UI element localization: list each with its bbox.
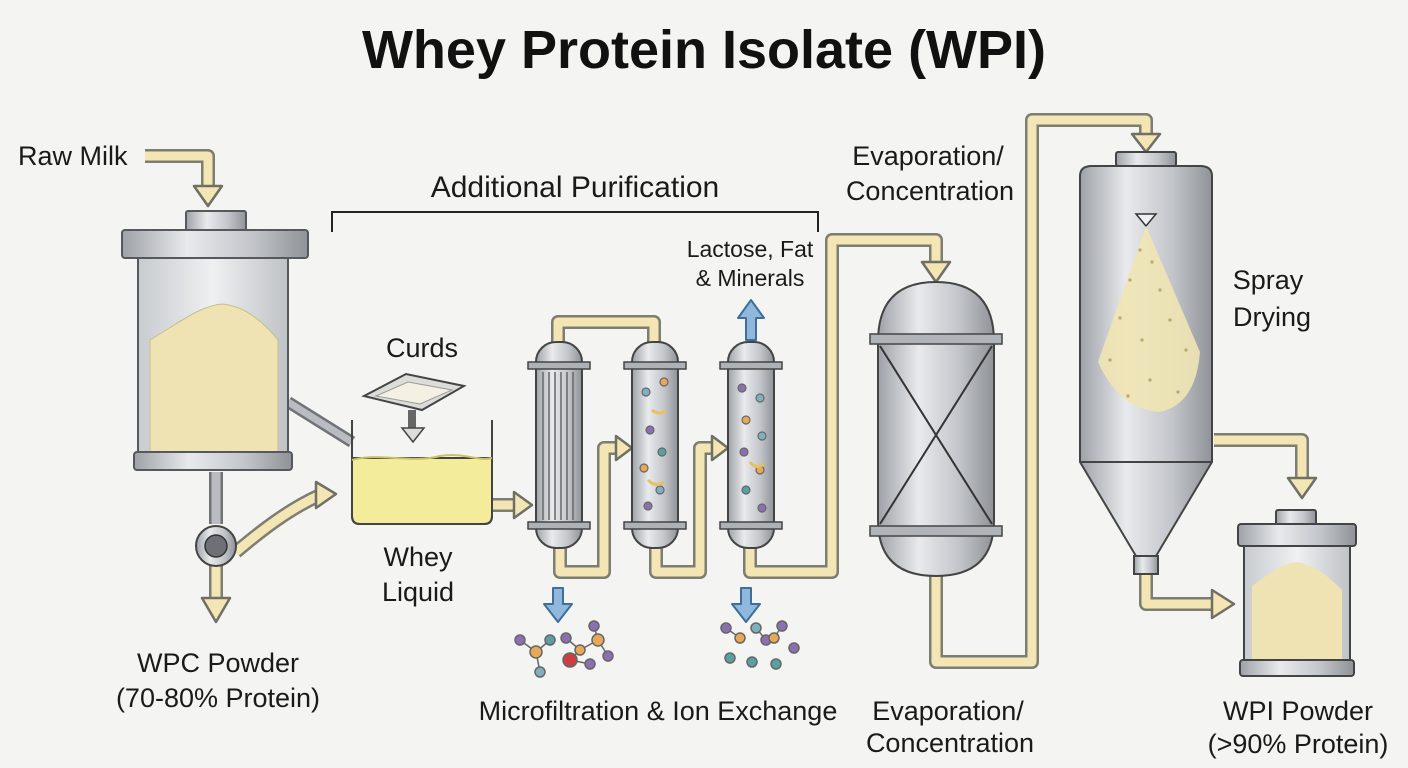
arrow-into-col3 bbox=[710, 434, 730, 462]
valve bbox=[195, 525, 237, 567]
label-evap-bottom-2: Concentration bbox=[866, 728, 1034, 758]
label-additional-purification: Additional Purification bbox=[431, 171, 720, 204]
label-wpi-2: (>90% Protein) bbox=[1208, 729, 1389, 759]
label-curds: Curds bbox=[386, 333, 458, 363]
column-3 bbox=[719, 341, 783, 549]
label-whey-2: Liquid bbox=[382, 577, 454, 607]
arrow-raw-milk bbox=[192, 184, 224, 208]
pipe-spray-bottom bbox=[1139, 572, 1214, 611]
pipe-spray-side bbox=[1214, 433, 1309, 478]
arrow-into-wpi-side bbox=[1210, 588, 1236, 620]
label-evap-top-1: Evaporation/ bbox=[852, 141, 1004, 171]
raw-milk-pipe bbox=[145, 149, 215, 188]
label-evap-top-2: Concentration bbox=[846, 176, 1014, 206]
evaporator bbox=[869, 280, 1003, 578]
arrow-out-lactose bbox=[737, 299, 765, 341]
page-title: Whey Protein Isolate (WPI) bbox=[362, 20, 1046, 80]
arrow-into-spray bbox=[1130, 132, 1162, 154]
label-wpi-1: WPI Powder bbox=[1223, 696, 1373, 726]
spray-dryer bbox=[1079, 151, 1213, 575]
blue-arrows bbox=[543, 299, 765, 623]
arrow-into-whey bbox=[314, 480, 338, 510]
column-2 bbox=[623, 341, 687, 549]
arrowheads bbox=[192, 132, 1318, 624]
arrow-into-evaporator bbox=[920, 260, 952, 284]
label-whey-1: Whey bbox=[383, 542, 453, 572]
arrow-into-col1 bbox=[512, 490, 534, 520]
label-spray-2: Drying bbox=[1233, 302, 1311, 332]
arrow-into-wpi-top bbox=[1286, 476, 1318, 500]
wpc-tank bbox=[121, 210, 309, 471]
label-lactose-2: & Minerals bbox=[696, 265, 805, 291]
label-raw-milk: Raw Milk bbox=[18, 141, 128, 171]
whey-tank bbox=[351, 420, 493, 525]
molecules-left bbox=[514, 620, 614, 678]
arrow-down-col1 bbox=[543, 587, 573, 623]
label-evap-bottom-1: Evaporation/ bbox=[872, 696, 1024, 726]
arrow-wpc-down bbox=[200, 596, 232, 624]
curds-tray bbox=[361, 372, 467, 444]
arrow-down-col3 bbox=[731, 587, 761, 623]
molecules-right bbox=[720, 620, 800, 670]
wpi-canister bbox=[1237, 509, 1357, 677]
label-spray-1: Spray bbox=[1233, 265, 1304, 295]
column-1 bbox=[527, 341, 591, 549]
label-wpc-1: WPC Powder bbox=[137, 648, 299, 678]
labels: Raw Milk Additional Purification Curds W… bbox=[18, 141, 1388, 759]
purification-bracket bbox=[331, 211, 819, 232]
pipes bbox=[145, 113, 1309, 669]
label-microfiltration: Microfiltration & Ion Exchange bbox=[479, 696, 838, 726]
label-lactose-1: Lactose, Fat bbox=[687, 236, 814, 262]
label-wpc-2: (70-80% Protein) bbox=[116, 683, 320, 713]
arrow-into-col2 bbox=[614, 434, 634, 462]
